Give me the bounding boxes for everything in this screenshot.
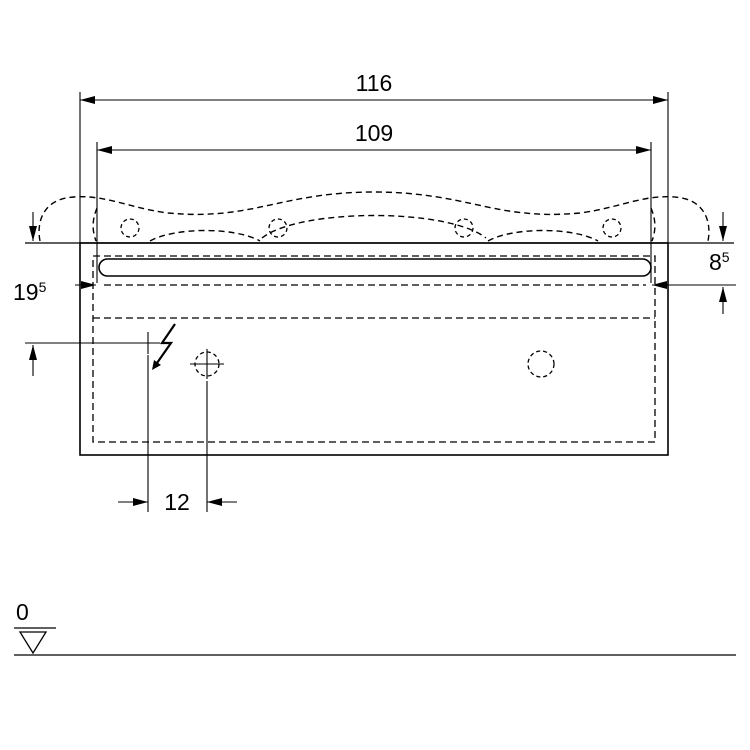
datum-triangle-icon (18, 631, 48, 655)
dim-connection-offset-label: 12 (164, 489, 190, 515)
basin-bowl-curve-right (487, 229, 599, 242)
basin-side-curve-left (92, 207, 98, 242)
dim-overall-width: 116 (79, 70, 669, 243)
dim-basin-width: 109 (75, 120, 673, 289)
datum-level-label: 0 (16, 599, 29, 625)
basin-hole-circle (602, 218, 622, 238)
cabinet-outline (79, 242, 669, 456)
datum-level: 0 (14, 599, 736, 656)
drill-hole-marker (190, 349, 224, 379)
cabinet-hole-circle-right (527, 350, 555, 378)
cabinet-inner-dashed-outline (92, 255, 656, 443)
dim-basin-edge-height: 85 (655, 212, 736, 314)
dim-basin-edge-height-label: 85 (709, 249, 730, 275)
electrical-connection-point (25, 323, 176, 370)
dim-connection-offset: 12 (118, 355, 237, 515)
dim-basin-width-label: 109 (355, 120, 393, 146)
dim-connection-height-label: 195 (13, 279, 47, 305)
basin-side-curve-right (650, 207, 656, 242)
basin-hole-circle (268, 218, 288, 238)
basin-inner-arch (261, 214, 487, 239)
dim-connection-height: 195 (13, 212, 47, 376)
basin-top-profile (38, 191, 710, 242)
washbasin-dashed-outline (38, 191, 710, 242)
basin-bowl-curve-left (149, 229, 261, 242)
cabinet-body (79, 242, 669, 456)
lightning-bolt-icon (152, 323, 176, 370)
basin-hole-circle (120, 218, 140, 238)
basin-front-edge (98, 258, 652, 277)
dim-overall-width-label: 116 (356, 70, 393, 96)
basin-hole-circle (454, 218, 474, 238)
